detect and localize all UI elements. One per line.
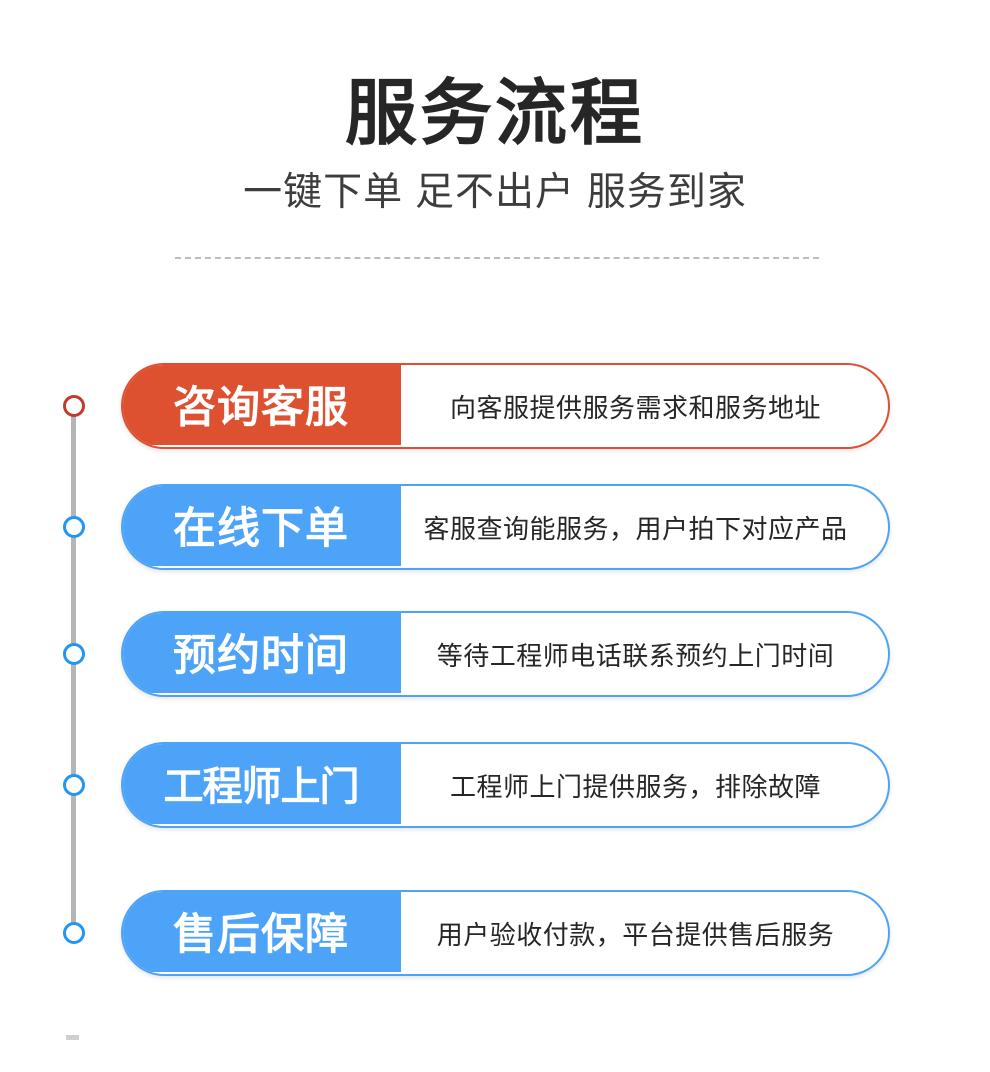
- timeline-dot-5: [63, 922, 85, 944]
- step-pill-2[interactable]: 在线下单 客服查询能服务，用户拍下对应产品: [121, 484, 890, 570]
- step-description-3: 等待工程师电话联系预约上门时间: [436, 640, 835, 671]
- step-label-2: 在线下单: [123, 486, 401, 566]
- step-pill-5[interactable]: 售后保障 用户验收付款，平台提供售后服务: [121, 890, 890, 976]
- step-label-1: 咨询客服: [123, 365, 401, 445]
- timeline-dot-2: [63, 516, 85, 538]
- step-label-4: 工程师上门: [123, 744, 401, 824]
- footer-mark: [66, 1035, 79, 1040]
- page-subtitle: 一键下单 足不出户 服务到家: [243, 171, 747, 214]
- timeline-vertical-line: [71, 408, 76, 933]
- timeline-dot-1: [63, 395, 85, 417]
- step-row[interactable]: 咨询客服 向客服提供服务需求和服务地址: [121, 363, 890, 449]
- page-title: 服务流程: [344, 74, 645, 154]
- step-pill-4[interactable]: 工程师上门 工程师上门提供服务，排除故障: [121, 742, 890, 828]
- step-pill-3[interactable]: 预约时间 等待工程师电话联系预约上门时间: [121, 611, 890, 697]
- step-row[interactable]: 工程师上门 工程师上门提供服务，排除故障: [121, 742, 890, 828]
- step-label-5: 售后保障: [123, 892, 401, 972]
- step-description-4: 工程师上门提供服务，排除故障: [449, 771, 821, 802]
- step-pill-1[interactable]: 咨询客服 向客服提供服务需求和服务地址: [121, 363, 890, 449]
- page-header: 服务流程 一键下单 足不出户 服务到家: [0, 0, 990, 216]
- step-description-5: 用户验收付款，平台提供售后服务: [436, 919, 835, 950]
- step-label-3: 预约时间: [123, 613, 401, 693]
- step-description-1: 向客服提供服务需求和服务地址: [449, 392, 821, 423]
- timeline-dot-4: [63, 774, 85, 796]
- header-divider: [175, 257, 819, 259]
- step-row[interactable]: 在线下单 客服查询能服务，用户拍下对应产品: [121, 484, 890, 570]
- step-row[interactable]: 售后保障 用户验收付款，平台提供售后服务: [121, 890, 890, 976]
- step-row[interactable]: 预约时间 等待工程师电话联系预约上门时间: [121, 611, 890, 697]
- step-description-2: 客服查询能服务，用户拍下对应产品: [423, 513, 848, 544]
- timeline-dot-3: [63, 643, 85, 665]
